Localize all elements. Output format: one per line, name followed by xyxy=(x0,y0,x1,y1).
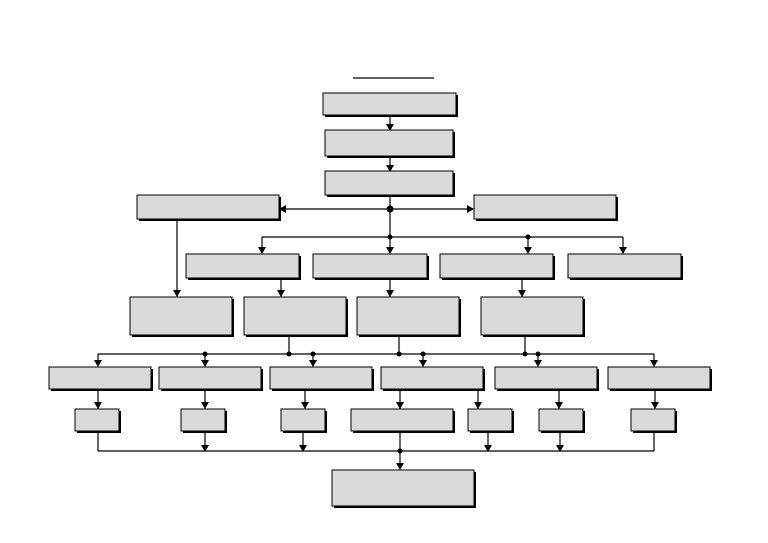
node-box xyxy=(439,253,554,279)
node-n3 xyxy=(324,170,455,197)
node-r3-a xyxy=(129,296,234,337)
node-r2-c xyxy=(439,253,555,280)
node-box xyxy=(350,408,454,432)
node-r4-b xyxy=(158,366,263,391)
node-r5-d xyxy=(350,408,455,433)
node-r3-b xyxy=(243,296,348,337)
node-box xyxy=(129,296,233,336)
node-box xyxy=(136,194,280,220)
node-r4-f xyxy=(607,366,712,391)
node-box xyxy=(630,408,676,432)
node-r3-d xyxy=(480,296,585,337)
node-box xyxy=(324,129,454,157)
junction-dot xyxy=(522,351,528,357)
node-box xyxy=(180,408,226,432)
node-box xyxy=(331,469,475,507)
node-r2-d xyxy=(567,253,683,280)
node-r2-b xyxy=(312,253,429,280)
node-box xyxy=(356,296,460,336)
node-final xyxy=(331,469,476,508)
node-box xyxy=(473,194,617,220)
node-n2 xyxy=(324,129,455,158)
node-box xyxy=(567,253,682,279)
node-box xyxy=(243,296,347,336)
nodes xyxy=(48,92,712,508)
node-box xyxy=(269,366,373,390)
node-r4-c xyxy=(269,366,374,391)
node-r2-a xyxy=(185,253,301,280)
node-r4-d xyxy=(380,366,485,391)
node-box xyxy=(280,408,326,432)
node-box xyxy=(494,366,598,390)
node-box xyxy=(158,366,262,390)
node-r5-g xyxy=(630,408,677,433)
junction-dot xyxy=(396,351,402,357)
node-box xyxy=(607,366,711,390)
node-box xyxy=(74,408,120,432)
node-box xyxy=(380,366,484,390)
junction-dot xyxy=(286,351,292,357)
node-r5-a xyxy=(74,408,121,433)
node-r4-a xyxy=(48,366,153,391)
node-r4-e xyxy=(494,366,599,391)
node-box xyxy=(467,408,513,432)
node-r5-f xyxy=(538,408,585,433)
node-box xyxy=(538,408,584,432)
node-r5-c xyxy=(280,408,327,433)
node-r5-b xyxy=(180,408,227,433)
node-box xyxy=(185,253,300,279)
node-r5-e xyxy=(467,408,514,433)
node-box xyxy=(312,253,428,279)
node-box xyxy=(480,296,584,336)
node-r3-c xyxy=(356,296,461,337)
connectors xyxy=(94,77,659,470)
node-box xyxy=(324,170,454,196)
node-box xyxy=(48,366,152,390)
node-n1 xyxy=(322,92,458,117)
node-right-branch xyxy=(473,194,618,221)
node-box xyxy=(322,92,457,116)
node-left-branch xyxy=(136,194,281,221)
